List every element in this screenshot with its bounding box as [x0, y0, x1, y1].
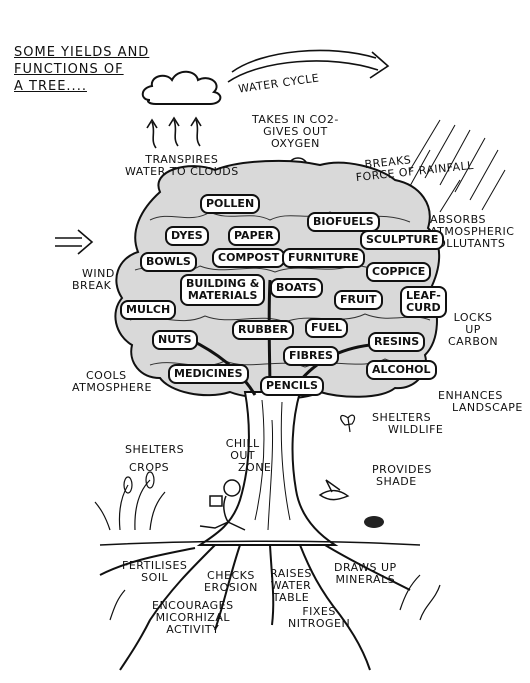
shelters-wildlife-label: SHELTERS WILDLIFE — [372, 411, 444, 436]
co2-label: TAKES IN CO2- GIVES OUT OXYGEN — [252, 113, 339, 150]
diagram-title: SOME YIELDS AND FUNCTIONS OF A TREE.... — [14, 44, 149, 95]
cloud-icon — [141, 70, 222, 105]
absorbs-pollutants-label: ABSORBS ATMOSPHERIC POLLUTANTS — [430, 213, 515, 250]
transpiration-arrows — [146, 116, 202, 149]
yield-compost: COMPOST — [212, 248, 286, 268]
fertilises-soil-label: FERTILISES SOIL — [122, 559, 188, 584]
yield-fruit: FRUIT — [334, 290, 383, 310]
yield-leaf-curd: LEAF- CURD — [400, 286, 447, 318]
rain-streaks — [404, 119, 506, 213]
right-plants-icon — [109, 574, 441, 621]
yield-biofuels: BIOFUELS — [307, 212, 380, 232]
water-cycle-arrow — [227, 49, 390, 83]
transpires-label: TRANSPIRES WATER TO CLOUDS — [125, 153, 239, 178]
title-line-3: A TREE.... — [14, 79, 87, 94]
draws-minerals-label: DRAWS UP MINERALS — [334, 561, 397, 586]
yield-fibres: FIBRES — [283, 346, 339, 366]
windbreak-label: WIND BREAK — [72, 267, 115, 292]
locks-carbon-label: LOCKS UP CARBON — [448, 311, 499, 348]
yield-medicines: MEDICINES — [168, 364, 249, 384]
wind-arrow — [55, 229, 94, 255]
chill-out-zone-label: CHILL OUT ZONE — [225, 437, 272, 474]
title-line-2: FUNCTIONS OF — [14, 62, 124, 77]
provides-shade-label: PROVIDES SHADE — [372, 463, 432, 488]
yield-bowls: BOWLS — [140, 252, 197, 272]
yield-fuel: FUEL — [305, 318, 348, 338]
tree-roots — [99, 544, 411, 671]
bark-lines — [254, 399, 291, 531]
shelters-crops-label: SHELTERS CROPS — [125, 443, 185, 474]
grass-plants-icon — [94, 471, 166, 531]
cools-atmosphere-label: COOLS ATMOSPHERE — [72, 369, 152, 394]
title-line-1: SOME YIELDS AND — [14, 45, 150, 60]
yield-mulch: MULCH — [120, 300, 177, 320]
encourages-micorhizal-label: ENCOURAGES MICORHIZAL ACTIVITY — [152, 599, 234, 636]
yield-pollen: POLLEN — [200, 194, 261, 214]
yield-boats: BOATS — [270, 278, 323, 298]
yield-resins: RESINS — [368, 332, 426, 352]
yield-building-materials: BUILDING & MATERIALS — [180, 274, 266, 306]
yield-pencils: PENCILS — [260, 376, 324, 396]
ground-line — [99, 540, 421, 546]
bird-icon — [318, 479, 350, 501]
yield-furniture: FURNITURE — [282, 248, 365, 268]
yield-alcohol: ALCOHOL — [366, 360, 437, 380]
raises-water-table-label: RAISES WATER TABLE — [270, 567, 312, 604]
yield-coppice: COPPICE — [366, 262, 432, 282]
person-reading-icon — [199, 479, 246, 531]
yield-rubber: RUBBER — [232, 320, 295, 340]
enhances-landscape-label: ENHANCES LANDSCAPE — [438, 389, 523, 414]
yield-sculpture: SCULPTURE — [360, 230, 445, 250]
butterfly-icon — [340, 414, 356, 433]
hedgehog-icon — [364, 516, 384, 528]
yield-dyes: DYES — [165, 226, 209, 246]
yield-nuts: NUTS — [152, 330, 198, 350]
tree-trunk — [196, 391, 339, 546]
checks-erosion-label: CHECKS EROSION — [204, 569, 258, 594]
fixes-nitrogen-label: FIXES NITROGEN — [288, 605, 351, 630]
yield-paper: PAPER — [228, 226, 280, 246]
